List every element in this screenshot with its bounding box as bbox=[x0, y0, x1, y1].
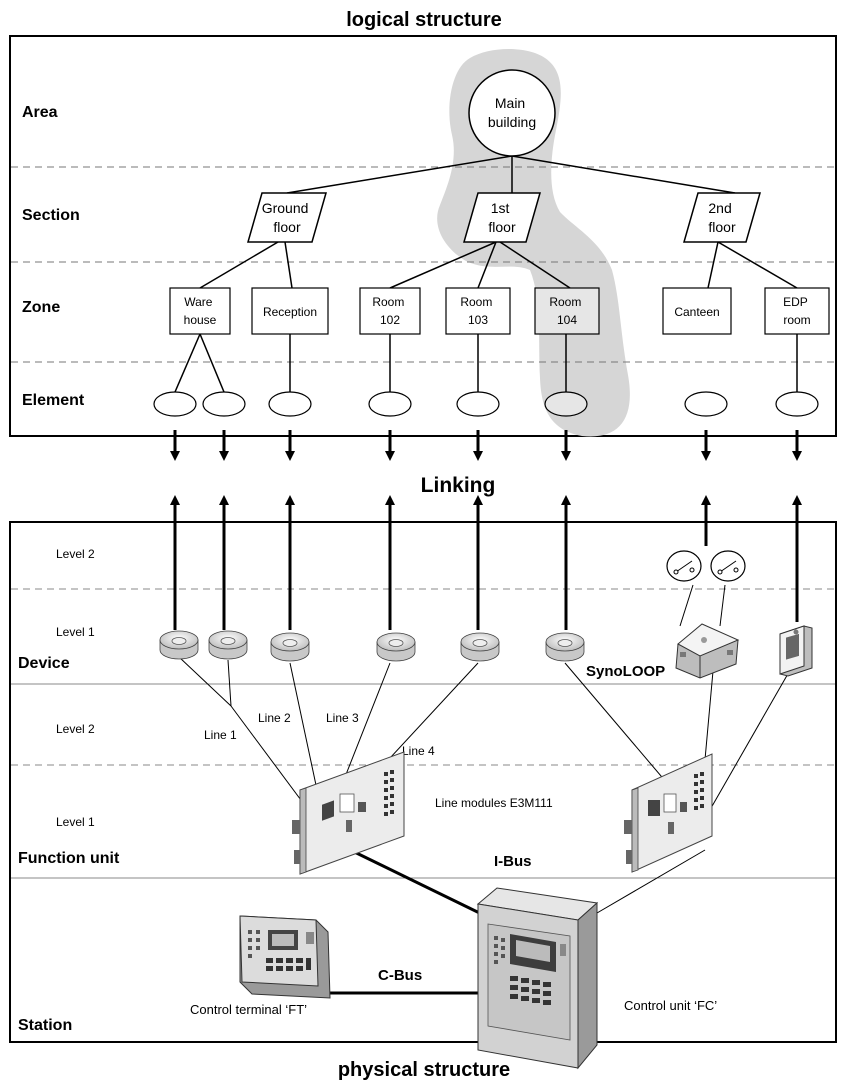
element-node bbox=[153, 391, 197, 417]
tree-connectors bbox=[174, 155, 798, 393]
smoke-detector-icon bbox=[208, 630, 248, 660]
level-2-label: Level 2 bbox=[56, 722, 95, 736]
svg-text:2nd floor: 2nd floor bbox=[708, 200, 736, 235]
manual-call-point-icon bbox=[710, 550, 746, 582]
zone-node-room-102: Room 102 bbox=[359, 287, 421, 335]
svg-text:Ground floor: Ground floor bbox=[262, 200, 313, 235]
smoke-detector-icon bbox=[159, 630, 199, 660]
edp-device-icon bbox=[779, 625, 813, 677]
svg-text:1st floor: 1st floor bbox=[488, 200, 516, 235]
physical-structure-title: physical structure bbox=[338, 1059, 510, 1081]
function-unit-label: Function unit bbox=[18, 850, 120, 867]
manual-call-point-icon bbox=[666, 550, 702, 582]
section-node-ground-floor: Ground floor bbox=[247, 192, 327, 243]
svg-text:Room 104: Room 104 bbox=[549, 295, 584, 327]
detectors bbox=[159, 630, 585, 662]
svg-text:EDP room: EDP room bbox=[783, 295, 811, 327]
zone-label: Zone bbox=[22, 299, 60, 316]
element-node bbox=[544, 391, 588, 417]
synoloop-label: SynoLOOP bbox=[586, 663, 665, 680]
ibus-right-link bbox=[596, 849, 706, 914]
smoke-detector-icon bbox=[376, 632, 416, 662]
element-node bbox=[456, 391, 500, 417]
element-node bbox=[775, 391, 819, 417]
smoke-detector-icon bbox=[545, 632, 585, 662]
element-nodes bbox=[153, 391, 819, 417]
element-node bbox=[202, 391, 246, 417]
zone-node-room-103: Room 103 bbox=[445, 287, 511, 335]
bus-lines bbox=[322, 843, 499, 995]
level-2-label: Level 2 bbox=[56, 547, 95, 561]
line-3-label: Line 3 bbox=[326, 711, 359, 725]
zone-node-room-104: Room 104 bbox=[534, 287, 600, 335]
line-module-board-icon bbox=[292, 751, 405, 875]
element-node bbox=[268, 391, 312, 417]
up-arrows bbox=[170, 495, 802, 630]
zone-node-warehouse: Ware house bbox=[169, 287, 231, 335]
cbus-label: C-Bus bbox=[378, 967, 422, 984]
svg-text:Canteen: Canteen bbox=[674, 305, 719, 319]
svg-text:Room 103: Room 103 bbox=[460, 295, 495, 327]
svg-text:Room 102: Room 102 bbox=[372, 295, 407, 327]
synoloop-junction-box-icon bbox=[675, 623, 740, 679]
level-1-label: Level 1 bbox=[56, 625, 95, 639]
area-node-main-building bbox=[468, 69, 556, 157]
line-4-label: Line 4 bbox=[402, 744, 435, 758]
line-1-label: Line 1 bbox=[204, 728, 237, 742]
element-node bbox=[684, 391, 728, 417]
element-label: Element bbox=[22, 392, 85, 409]
down-arrows bbox=[170, 430, 802, 461]
section-node-2nd-floor: 2nd floor bbox=[683, 192, 761, 243]
area-label: Area bbox=[22, 104, 58, 121]
svg-text:Reception: Reception bbox=[263, 305, 317, 319]
device-label: Device bbox=[18, 655, 70, 672]
zone-node-edp-room: EDP room bbox=[764, 287, 830, 335]
logical-separators bbox=[11, 166, 835, 363]
line-modules-label: Line modules E3M111 bbox=[435, 796, 553, 810]
svg-text:Ware house: Ware house bbox=[184, 295, 217, 327]
zone-node-canteen: Canteen bbox=[662, 287, 732, 335]
line-module-board-icon bbox=[624, 753, 713, 873]
control-terminal-label: Control terminal ‘FT’ bbox=[190, 1002, 307, 1017]
level-1-label: Level 1 bbox=[56, 815, 95, 829]
line-2-label: Line 2 bbox=[258, 711, 291, 725]
ibus-label: I-Bus bbox=[494, 853, 532, 870]
element-node bbox=[368, 391, 412, 417]
smoke-detector-icon bbox=[270, 632, 310, 662]
control-unit-label: Control unit ‘FC’ bbox=[624, 998, 717, 1013]
control-terminal-icon bbox=[239, 915, 331, 999]
smoke-detector-icon bbox=[460, 632, 500, 662]
linking-label: Linking bbox=[421, 474, 496, 497]
section-node-1st-floor: 1st floor bbox=[463, 192, 541, 243]
station-label: Station bbox=[18, 1017, 72, 1034]
control-unit-icon bbox=[476, 887, 599, 1070]
area-node-text: Main building bbox=[488, 95, 536, 130]
section-label: Section bbox=[22, 207, 80, 224]
zone-node-reception: Reception bbox=[251, 287, 329, 335]
logical-structure-title: logical structure bbox=[346, 9, 502, 31]
